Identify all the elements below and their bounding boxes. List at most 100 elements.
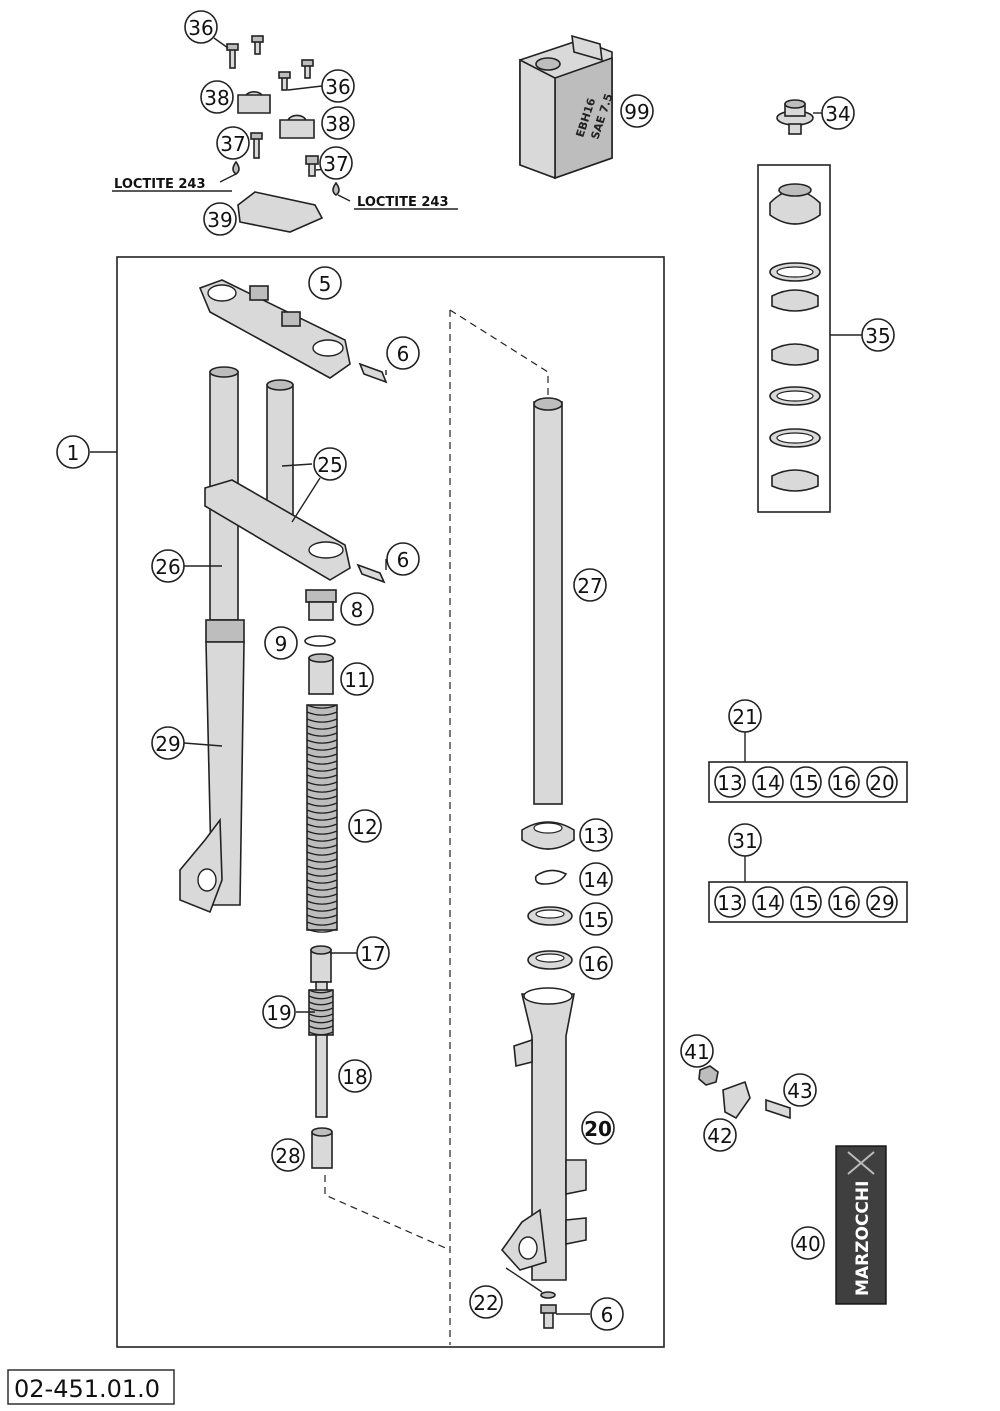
svg-text:38: 38 — [204, 86, 229, 110]
callout-26-c26: 26 — [151, 549, 185, 583]
damper-rod — [310, 945, 332, 1118]
callout-15-c15: 15 — [579, 902, 613, 936]
svg-text:39: 39 — [207, 208, 232, 232]
callout-13-c13: 13 — [579, 818, 613, 852]
svg-text:36: 36 — [325, 75, 350, 99]
callout-6-c6b: 6 — [386, 542, 420, 576]
stem-nut — [776, 99, 814, 135]
callout-37-c37a: 37 — [216, 126, 250, 160]
spacer-tube — [308, 657, 334, 695]
callout-39-c39: 39 — [203, 202, 237, 236]
kit-31-item-14: 14 — [752, 886, 784, 918]
kit-21-box — [708, 761, 908, 803]
svg-text:99: 99 — [624, 100, 649, 124]
kit-21-item-20: 20 — [866, 766, 898, 798]
svg-text:13: 13 — [583, 824, 608, 848]
callout-5-c5: 5 — [308, 266, 342, 300]
callout-6-c6c: 6 — [590, 1297, 624, 1331]
o-ring — [304, 635, 336, 647]
callout-42-c42: 42 — [703, 1118, 737, 1152]
svg-text:34: 34 — [825, 102, 850, 126]
fork-spring — [306, 704, 338, 933]
svg-text:6: 6 — [601, 1303, 614, 1327]
callout-29-c29: 29 — [151, 726, 185, 760]
callout-20-c20: 20 — [581, 1111, 615, 1145]
steering-bearing-frame — [757, 164, 831, 513]
inner-fork-tube-right — [533, 397, 563, 805]
svg-text:38: 38 — [325, 112, 350, 136]
kit-31-item-15: 15 — [790, 886, 822, 918]
svg-text:11: 11 — [344, 668, 369, 692]
fork-assembly-frame — [116, 256, 665, 1348]
svg-text:16: 16 — [831, 771, 856, 795]
svg-text:14: 14 — [583, 868, 608, 892]
svg-text:13: 13 — [717, 891, 742, 915]
svg-text:6: 6 — [397, 342, 410, 366]
callout-9-c9: 9 — [264, 626, 298, 660]
svg-text:26: 26 — [155, 555, 180, 579]
svg-text:37: 37 — [323, 152, 348, 176]
drain-washer-and-bolt — [540, 1291, 557, 1329]
kit-31-item-16: 16 — [828, 886, 860, 918]
diagram-number-box — [7, 1369, 175, 1405]
callout-36-c36b: 36 — [321, 69, 355, 103]
callout-18-c18: 18 — [338, 1059, 372, 1093]
upper-triple-clamp — [198, 279, 351, 379]
callout-37-c37b: 37 — [319, 146, 353, 180]
svg-text:MARZOCCHI: MARZOCCHI — [853, 1181, 873, 1296]
outer-fork-leg-right — [500, 987, 587, 1281]
dust-seal-washer — [527, 906, 573, 926]
kit-21-item-13: 13 — [714, 766, 746, 798]
kit-31-item-29: 29 — [866, 886, 898, 918]
callout-17-c17: 17 — [356, 936, 390, 970]
steering-bearing-set — [769, 183, 821, 492]
callout-16-c16: 16 — [579, 946, 613, 980]
svg-text:15: 15 — [793, 891, 818, 915]
svg-text:20: 20 — [584, 1117, 612, 1141]
kit-21-item-14: 14 — [752, 766, 784, 798]
svg-text:27: 27 — [577, 574, 602, 598]
callout-1-c1: 1 — [56, 435, 90, 469]
svg-text:13: 13 — [717, 771, 742, 795]
svg-text:42: 42 — [707, 1124, 732, 1148]
svg-text:40: 40 — [795, 1232, 820, 1256]
callout-99-c99: 99 — [620, 94, 654, 128]
callout-34-c34: 34 — [821, 96, 855, 130]
fork-oil-can — [519, 34, 613, 180]
callout-25-c25: 25 — [313, 447, 347, 481]
svg-text:15: 15 — [793, 771, 818, 795]
lower-triple-clamp — [204, 479, 351, 581]
kit-31-box — [708, 881, 908, 923]
svg-text:36: 36 — [188, 16, 213, 40]
callout-35-c35: 35 — [861, 318, 895, 352]
svg-text:29: 29 — [155, 732, 180, 756]
svg-text:41: 41 — [684, 1040, 709, 1064]
svg-text:6: 6 — [397, 548, 410, 572]
slide-bushing — [527, 950, 573, 970]
diagram-number: 02-451.01.0 — [14, 1375, 160, 1403]
callout-19-c19: 19 — [262, 995, 296, 1029]
alignment-dashed-line — [449, 309, 549, 400]
callout-14-c14: 14 — [579, 862, 613, 896]
svg-text:5: 5 — [319, 272, 332, 296]
callout-22-c22: 22 — [469, 1285, 503, 1319]
callout-8-c8: 8 — [340, 592, 374, 626]
svg-text:28: 28 — [275, 1144, 300, 1168]
svg-text:16: 16 — [831, 891, 856, 915]
loctite-label-right: LOCTITE 243 — [357, 195, 449, 210]
svg-text:1: 1 — [67, 441, 80, 465]
kit-21-number: 21 — [728, 699, 762, 733]
svg-text:9: 9 — [275, 632, 288, 656]
callout-11-c11: 11 — [340, 662, 374, 696]
axle-clamp-hardware — [698, 1065, 791, 1120]
svg-text:17: 17 — [360, 942, 385, 966]
svg-text:14: 14 — [755, 891, 780, 915]
callout-6-c6a: 6 — [386, 336, 420, 370]
callout-12-c12: 12 — [348, 809, 382, 843]
callout-43-c43: 43 — [783, 1073, 817, 1107]
handlebar-clamp-group — [213, 35, 351, 233]
svg-text:16: 16 — [583, 952, 608, 976]
callout-38-c38a: 38 — [200, 80, 234, 114]
svg-text:37: 37 — [220, 132, 245, 156]
svg-text:31: 31 — [732, 829, 757, 853]
